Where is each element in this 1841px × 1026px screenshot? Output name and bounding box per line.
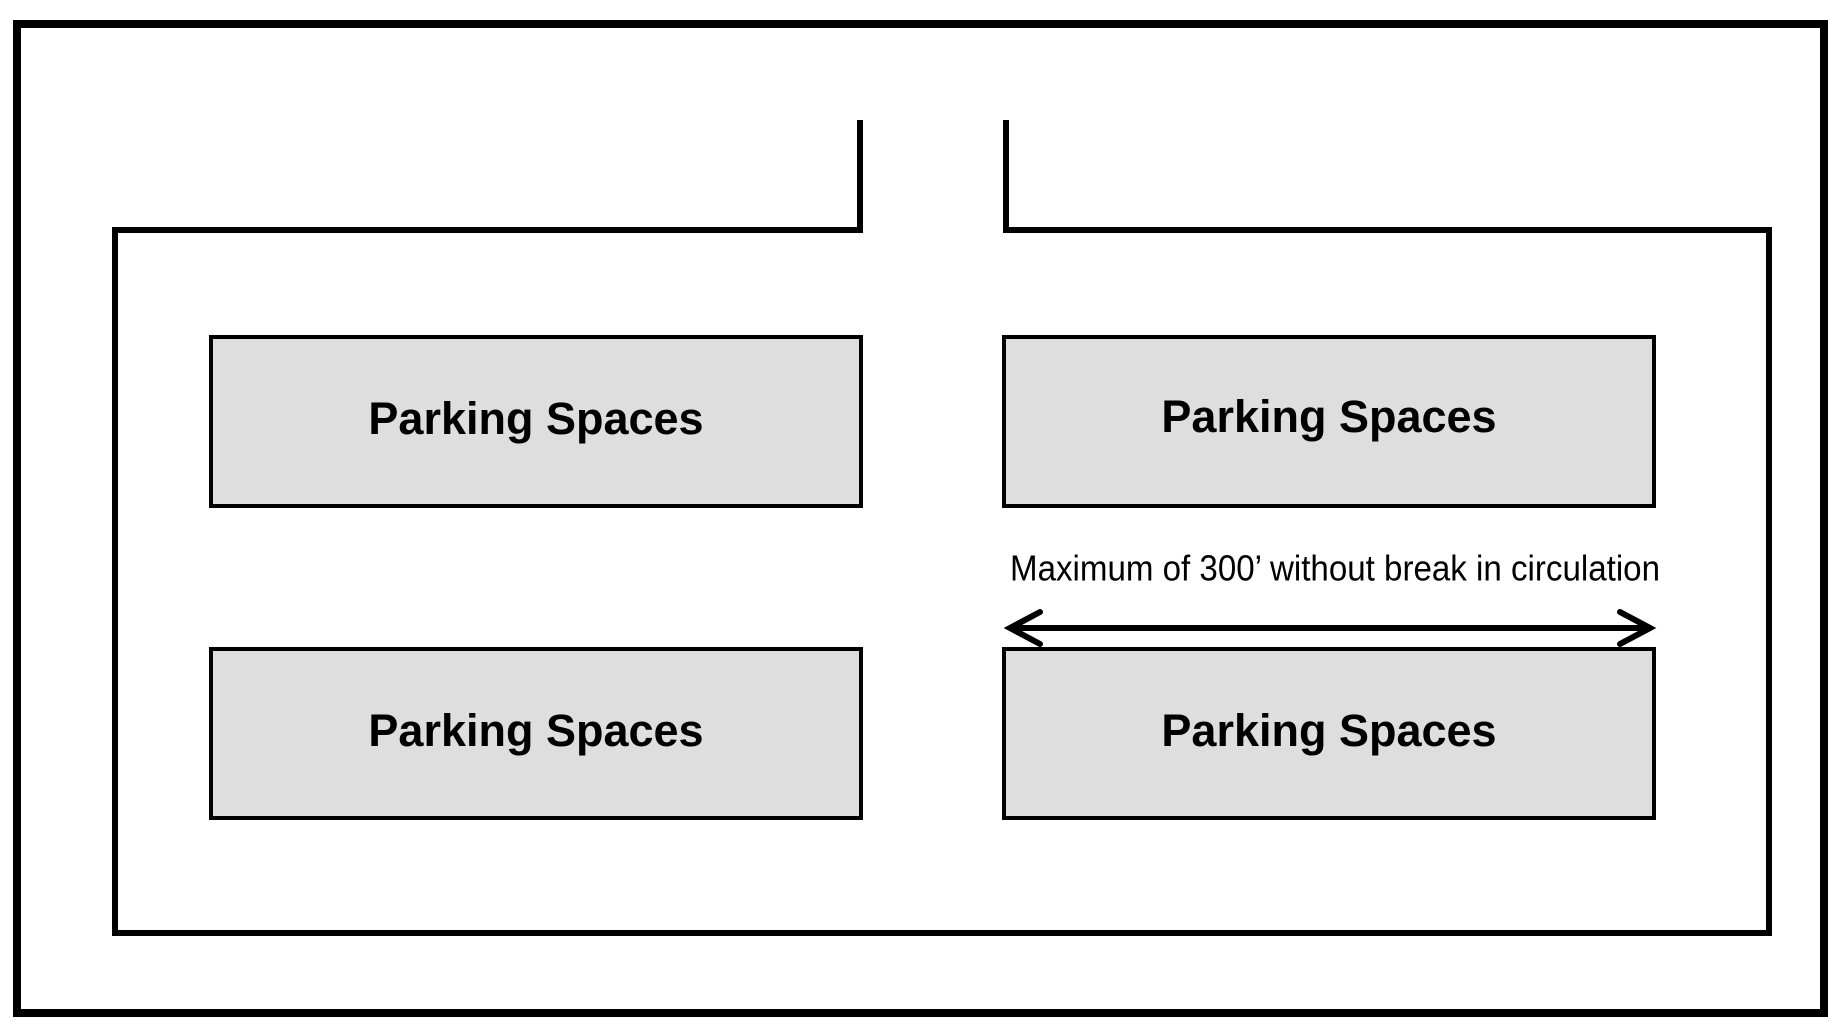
parking-block-top-left: Parking Spaces [209, 335, 863, 508]
parking-block-label: Parking Spaces [368, 393, 703, 444]
parking-block-bottom-right: Parking Spaces [1002, 647, 1656, 820]
parking-block-rect [1002, 335, 1656, 508]
parking-block-bottom-left: Parking Spaces [209, 647, 863, 820]
parking-block-top-right: Parking Spaces [1002, 335, 1656, 508]
parking-block-label: Parking Spaces [1161, 705, 1496, 756]
parking-block-label: Parking Spaces [368, 705, 703, 756]
parking-lot-boundary [112, 120, 1772, 936]
parking-block-rect [209, 335, 863, 508]
parking-block-label: Parking Spaces [1161, 391, 1496, 442]
arrowhead-left-icon [1003, 609, 1043, 647]
dimension-arrow [1003, 609, 1657, 647]
parking-block-rect [1002, 647, 1656, 820]
parking-block-rect [209, 647, 863, 820]
outer-frame [13, 20, 1828, 1017]
dimension-label: Maximum of 300’ without break in circula… [1010, 548, 1660, 589]
arrowhead-right-icon [1617, 609, 1657, 647]
